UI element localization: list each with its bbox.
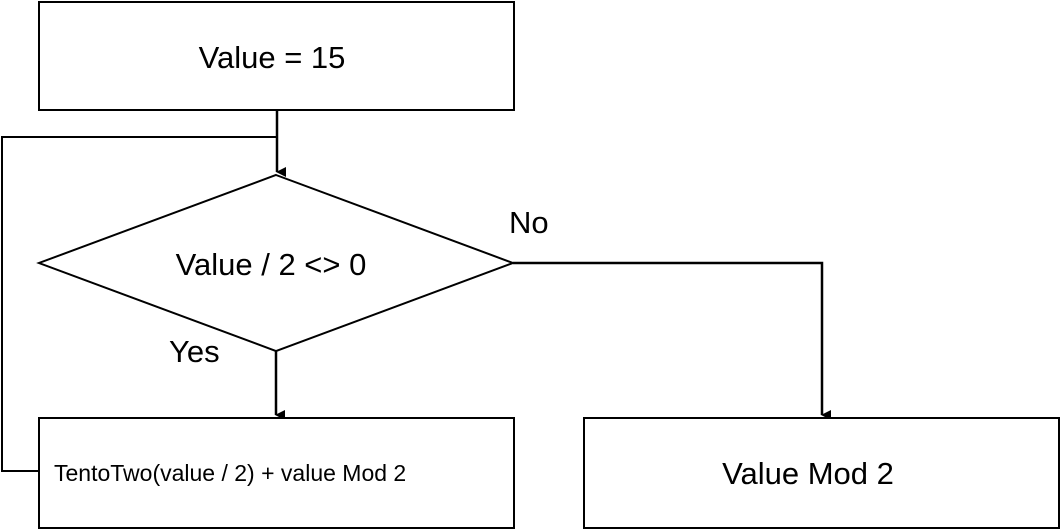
start-label: Value = 15 <box>199 40 346 75</box>
result-label: Value Mod 2 <box>722 456 894 491</box>
edge-yes-label: Yes <box>169 334 220 369</box>
result-node: Value Mod 2 <box>583 417 1060 529</box>
start-box <box>38 1 515 111</box>
recurse-box <box>38 417 515 529</box>
decision-label: Value / 2 <> 0 <box>176 247 367 282</box>
edge-no-label: No <box>509 205 549 240</box>
decision-node: Value / 2 <> 0 <box>36 173 516 353</box>
start-node: Value = 15 <box>38 1 515 111</box>
recurse-label: TentoTwo(value / 2) + value Mod 2 <box>54 460 406 486</box>
recurse-node: TentoTwo(value / 2) + value Mod 2 <box>38 417 515 529</box>
edge-loop-back <box>1 136 277 472</box>
edge-decision-no <box>513 261 831 420</box>
result-box <box>583 417 1060 529</box>
